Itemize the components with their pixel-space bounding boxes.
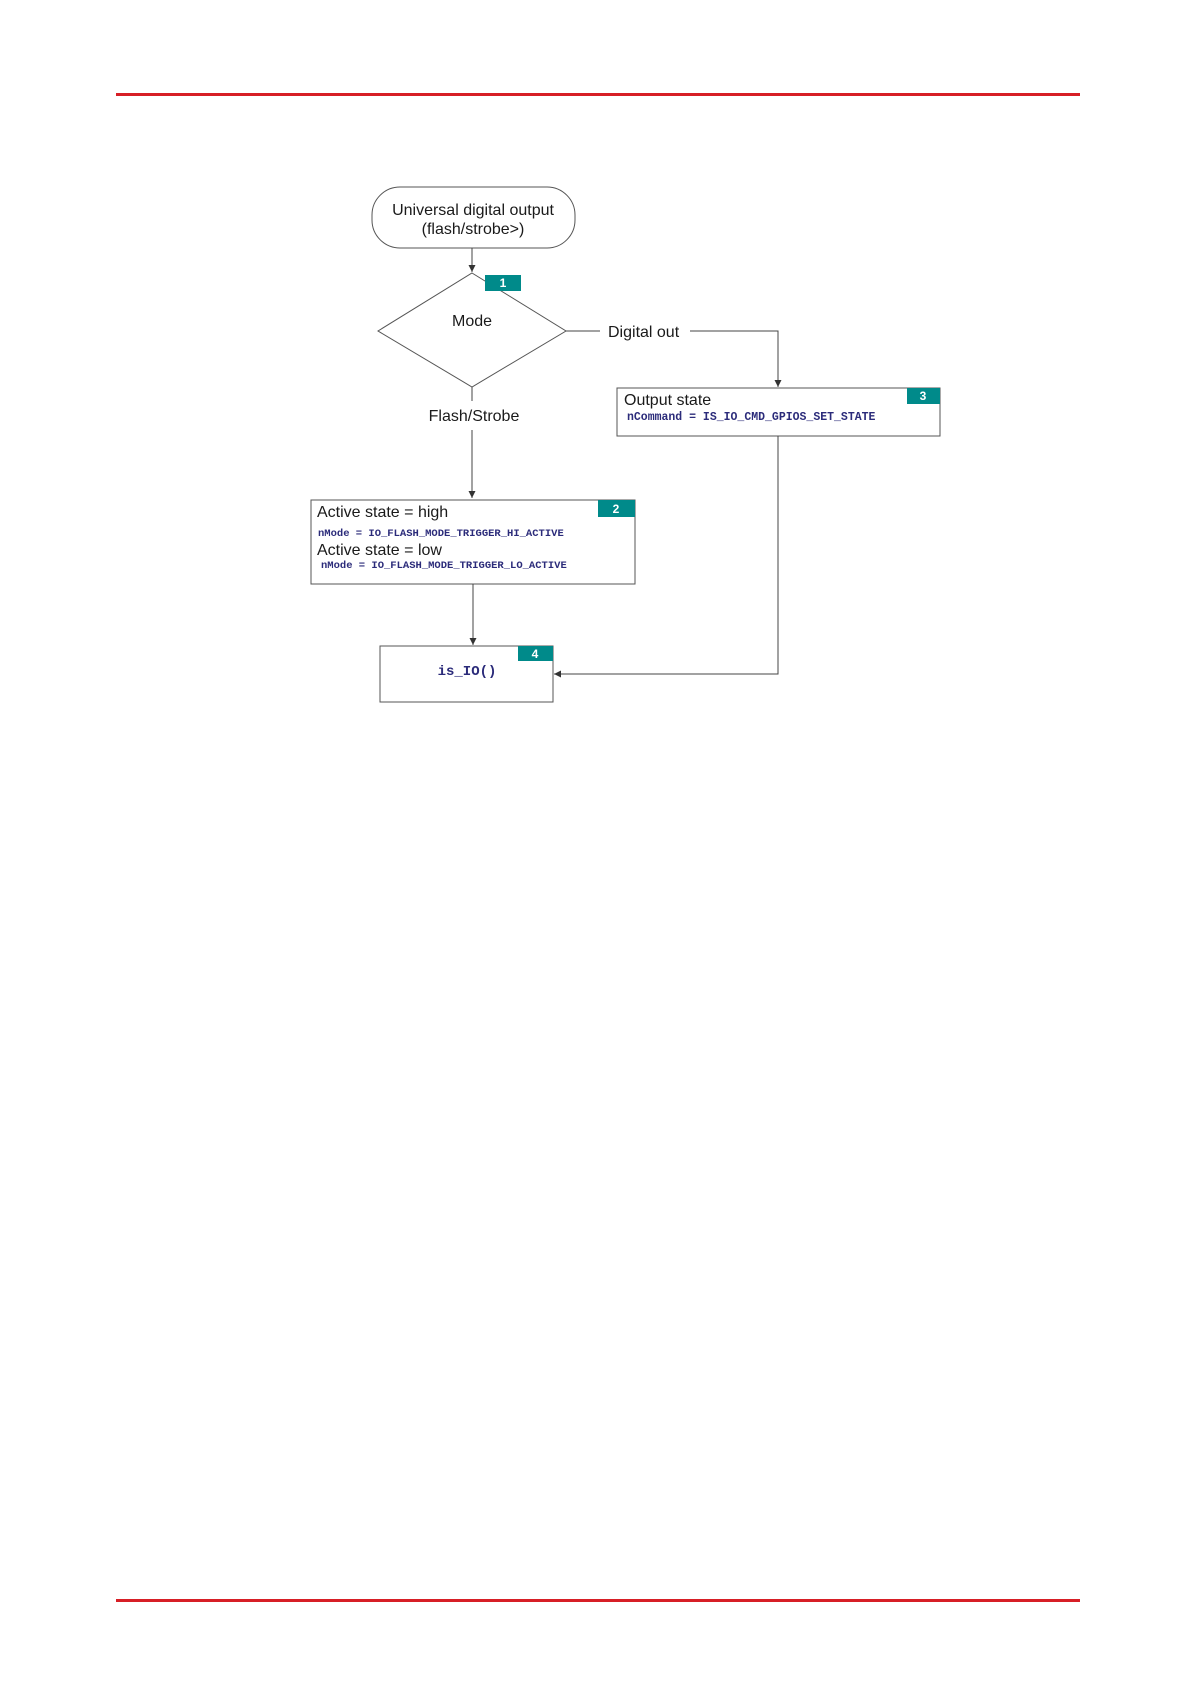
box2-high-label: Active state = high (317, 504, 448, 521)
branch-digital-out-label: Digital out (608, 324, 680, 341)
start-line2: (flash/strobe>) (422, 221, 525, 238)
is-io-box: 4 is_IO() (380, 646, 553, 702)
branch-flash-strobe-label: Flash/Strobe (429, 408, 520, 425)
box3-code: nCommand = IS_IO_CMD_GPIOS_SET_STATE (627, 411, 876, 424)
badge-4-number: 4 (532, 647, 539, 661)
box3-label: Output state (624, 392, 711, 409)
output-state-box: 3 Output state nCommand = IS_IO_CMD_GPIO… (617, 388, 940, 436)
badge-2-number: 2 (613, 502, 620, 516)
badge-3-number: 3 (920, 389, 927, 403)
decision-label: Mode (452, 313, 492, 330)
box2-high-code: nMode = IO_FLASH_MODE_TRIGGER_HI_ACTIVE (318, 528, 564, 540)
badge-1-number: 1 (500, 276, 507, 290)
active-state-box: 2 Active state = high nMode = IO_FLASH_M… (311, 500, 635, 584)
box2-low-label: Active state = low (317, 542, 442, 559)
box4-code: is_IO() (438, 664, 497, 680)
start-line1: Universal digital output (392, 202, 554, 219)
box2-low-code: nMode = IO_FLASH_MODE_TRIGGER_LO_ACTIVE (321, 560, 567, 572)
mode-decision: Mode 1 (378, 273, 566, 387)
connector-digital-out-b (690, 331, 778, 387)
start-terminal: Universal digital output (flash/strobe>) (372, 187, 575, 248)
